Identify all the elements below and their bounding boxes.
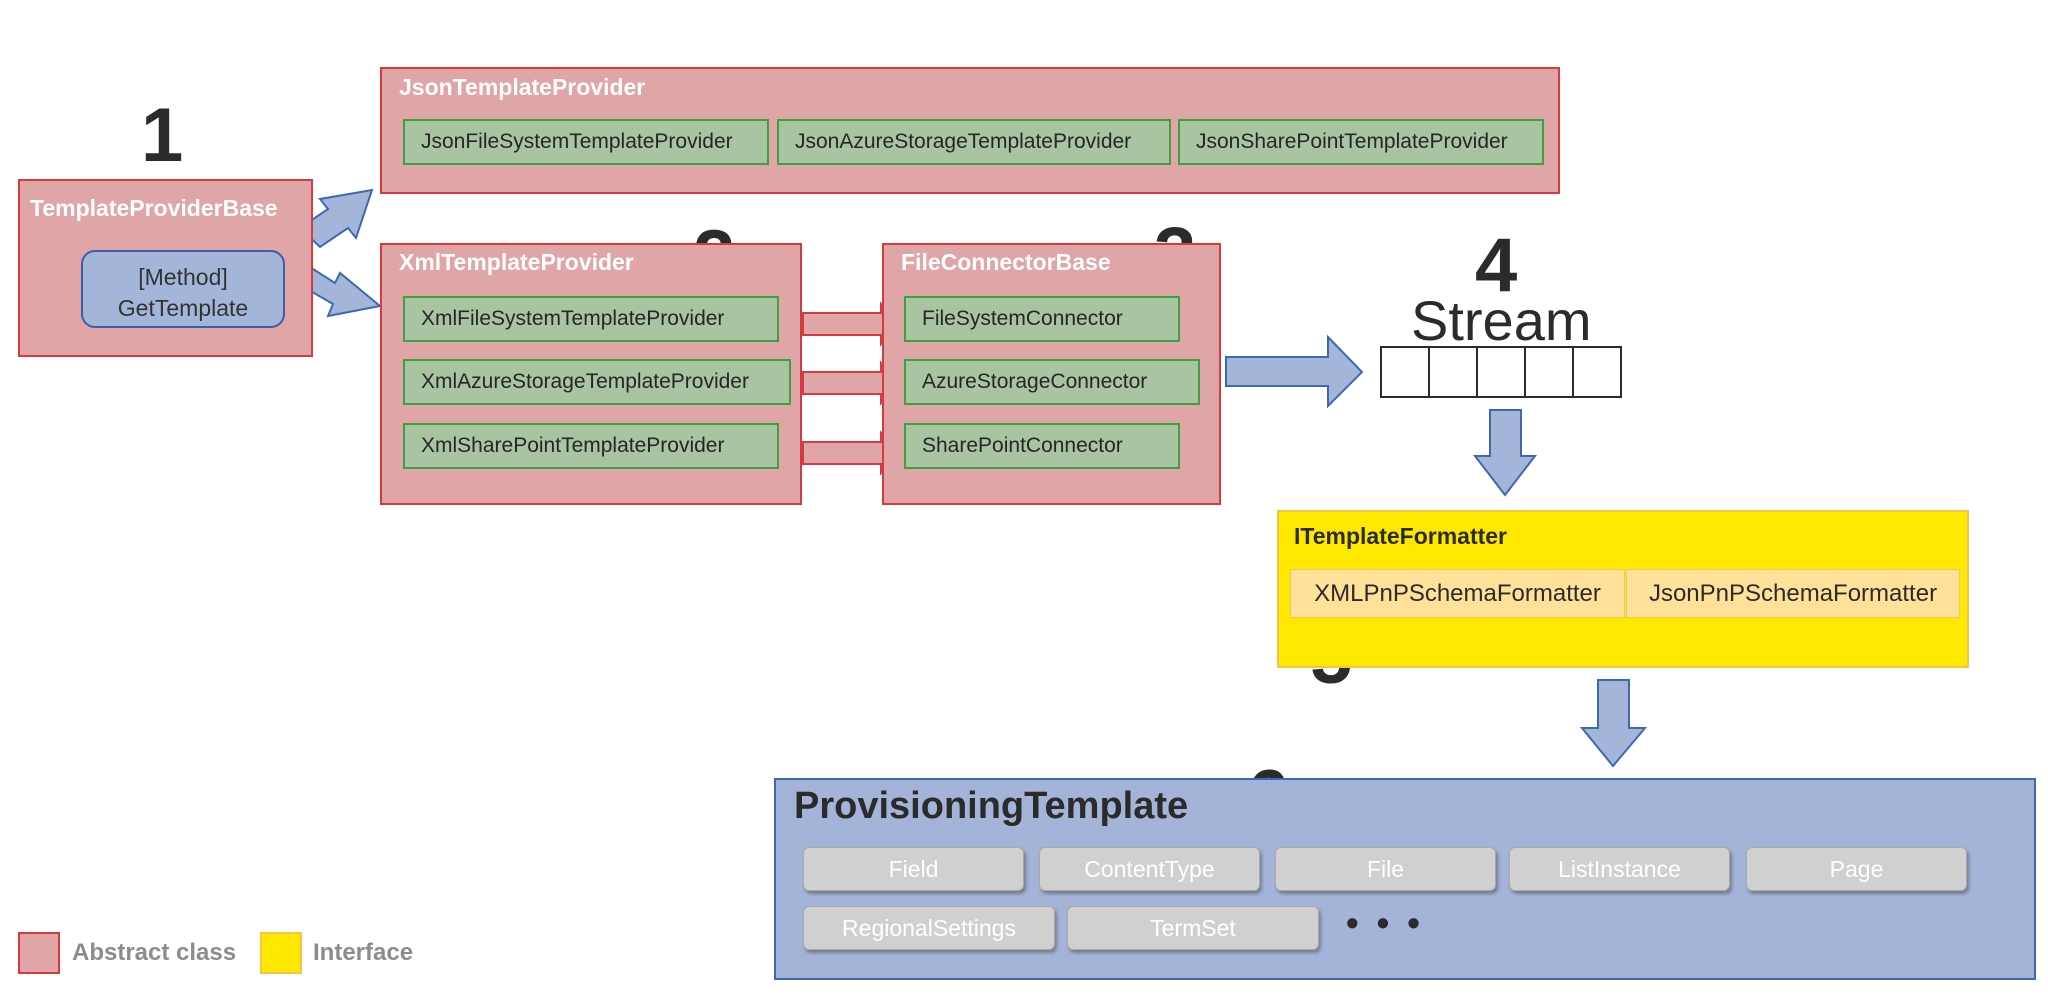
- filesystem-connector: FileSystemConnector: [904, 296, 1180, 342]
- xml-template-provider-box: XmlTemplateProvider XmlFileSystemTemplat…: [380, 243, 802, 505]
- itemplate-formatter-box: ITemplateFormatter XMLPnPSchemaFormatter…: [1277, 510, 1969, 668]
- legend-interface-swatch: [260, 932, 302, 974]
- azure-storage-connector: AzureStorageConnector: [904, 359, 1200, 405]
- get-template-method: [Method] GetTemplate: [81, 250, 285, 328]
- xml-template-provider-title: XmlTemplateProvider: [399, 249, 634, 275]
- stream-cell: [1428, 346, 1478, 398]
- template-provider-base-box: TemplateProviderBase [Method] GetTemplat…: [18, 179, 313, 357]
- arrow-connector-to-stream: [1225, 334, 1364, 409]
- legend-interface-label: Interface: [313, 939, 414, 966]
- method-name-label: GetTemplate: [117, 295, 249, 321]
- json-template-provider-title: JsonTemplateProvider: [399, 74, 646, 100]
- arrow-stream-to-formatter: [1472, 409, 1538, 497]
- template-provider-base-title: TemplateProviderBase: [30, 195, 278, 221]
- json-template-provider-box: JsonTemplateProvider JsonFileSystemTempl…: [380, 67, 1560, 194]
- method-tag-label: [Method]: [138, 264, 228, 290]
- template-item-listinstance: ListInstance: [1509, 847, 1730, 891]
- json-sharepoint-template-provider: JsonSharePointTemplateProvider: [1178, 119, 1544, 165]
- xml-pnp-schema-formatter: XMLPnPSchemaFormatter: [1290, 569, 1625, 618]
- stream-cell: [1572, 346, 1622, 398]
- step-number-4: 4: [1475, 223, 1518, 308]
- xml-filesystem-template-provider: XmlFileSystemTemplateProvider: [403, 296, 779, 342]
- json-pnp-schema-formatter: JsonPnPSchemaFormatter: [1626, 569, 1960, 618]
- json-filesystem-template-provider: JsonFileSystemTemplateProvider: [403, 119, 769, 165]
- stream-cell: [1524, 346, 1574, 398]
- xml-sharepoint-template-provider: XmlSharePointTemplateProvider: [403, 423, 779, 469]
- arrow-formatter-to-template: [1579, 679, 1648, 768]
- more-items-ellipsis: • • •: [1346, 902, 1424, 943]
- provisioning-template-title: ProvisioningTemplate: [794, 785, 1189, 827]
- step-number-1: 1: [141, 93, 184, 178]
- template-item-page: Page: [1746, 847, 1967, 891]
- file-connector-base-title: FileConnectorBase: [901, 249, 1111, 275]
- arrow-base-to-xml: [300, 262, 383, 318]
- stream-cell: [1380, 346, 1430, 398]
- arrow-base-to-json: [298, 188, 374, 249]
- stream-buffer: [1380, 346, 1630, 398]
- sharepoint-connector: SharePointConnector: [904, 423, 1180, 469]
- template-item-termset: TermSet: [1067, 906, 1319, 950]
- template-item-file: File: [1275, 847, 1496, 891]
- stream-label: Stream: [1411, 289, 1592, 352]
- template-item-contenttype: ContentType: [1039, 847, 1260, 891]
- itemplate-formatter-title: ITemplateFormatter: [1294, 523, 1508, 549]
- legend-abstract-swatch: [18, 932, 60, 974]
- xml-azure-storage-template-provider: XmlAzureStorageTemplateProvider: [403, 359, 791, 405]
- template-item-regionalsettings: RegionalSettings: [803, 906, 1055, 950]
- legend-abstract-label: Abstract class: [72, 939, 237, 966]
- json-azure-storage-template-provider: JsonAzureStorageTemplateProvider: [777, 119, 1171, 165]
- provisioning-template-box: ProvisioningTemplate Field ContentType F…: [774, 778, 2036, 980]
- file-connector-base-box: FileConnectorBase FileSystemConnector Az…: [882, 243, 1221, 505]
- stream-cell: [1476, 346, 1526, 398]
- template-item-field: Field: [803, 847, 1024, 891]
